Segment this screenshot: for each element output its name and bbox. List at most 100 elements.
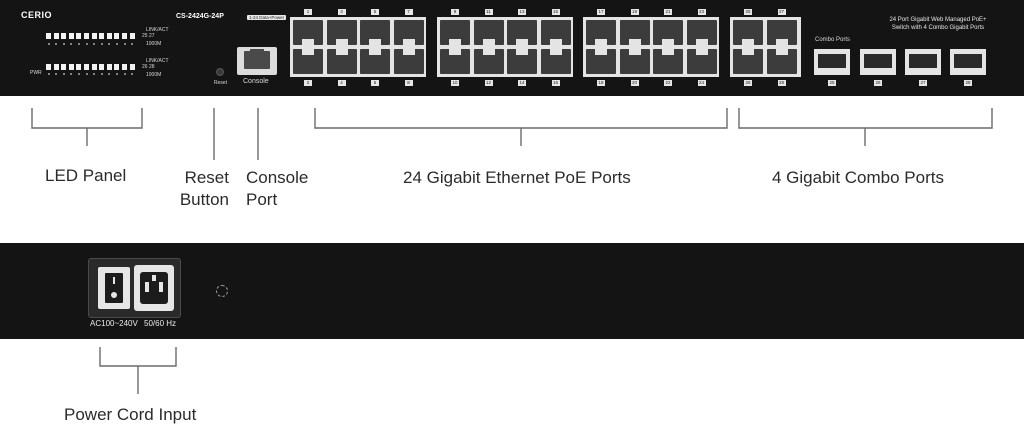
rj45-port[interactable] <box>293 20 323 45</box>
sfp-slot[interactable] <box>950 49 986 75</box>
rj45-port[interactable] <box>507 20 537 45</box>
rj45-port[interactable] <box>686 20 717 45</box>
port-badge: 1-24 Data+Power <box>247 15 287 20</box>
port-number-top: 13 <box>518 9 526 15</box>
port-number-bottom: 24 <box>697 80 706 86</box>
port-number-top: 9 <box>451 9 459 15</box>
console-port[interactable] <box>237 47 277 75</box>
led-dot <box>131 43 134 45</box>
rj45-port[interactable] <box>619 20 650 45</box>
led-indicator <box>61 33 67 39</box>
console-label: Console <box>243 78 269 85</box>
led-dot <box>123 43 126 45</box>
led-indicator <box>122 33 127 39</box>
rj45-port[interactable] <box>733 49 763 74</box>
led-indicator <box>106 64 112 70</box>
led-linkact-label-2: LINK/ACT <box>146 58 169 64</box>
port-number-top: 3 <box>337 9 346 15</box>
led-extra-odd: 25 27 <box>142 33 155 39</box>
led-dot <box>108 73 111 75</box>
led-indicator <box>114 64 120 70</box>
rj45-port[interactable] <box>440 49 470 74</box>
led-indicator <box>91 64 97 70</box>
rj45-port[interactable] <box>653 20 683 45</box>
port-number-bottom: 8 <box>404 80 413 86</box>
port-number-bottom: 22 <box>664 80 672 86</box>
rj45-port[interactable] <box>360 49 390 74</box>
rj45-port[interactable] <box>766 49 797 74</box>
rj45-port[interactable] <box>653 49 683 74</box>
callout-power-input: Power Cord Input <box>64 405 197 424</box>
led-linkact-label: LINK/ACT <box>146 27 169 33</box>
port-number-bottom: 2 <box>304 80 312 86</box>
led-dot <box>62 43 65 45</box>
reset-label: Reset <box>214 80 228 86</box>
led-dot <box>77 43 80 45</box>
led-dot <box>93 43 96 45</box>
voltage-label: AC100~240V <box>90 319 138 328</box>
bracket-combo-ports <box>738 108 993 146</box>
callout-combo-ports: 4 Gigabit Combo Ports <box>772 168 944 187</box>
bracket-power-input <box>99 347 177 394</box>
led-extra-even: 26 28 <box>142 64 155 70</box>
rj45-port[interactable] <box>473 20 504 45</box>
callout-console-line-2: Port <box>246 190 278 209</box>
rj45-port[interactable] <box>326 20 357 45</box>
sfp-slot[interactable] <box>905 49 941 75</box>
led-dot <box>77 73 80 75</box>
led-speed-label: 1000M <box>146 41 162 47</box>
rj45-port[interactable] <box>619 49 650 74</box>
rj45-port[interactable] <box>393 49 424 74</box>
rj45-port[interactable] <box>686 49 717 74</box>
rj45-port[interactable] <box>586 49 616 74</box>
led-dot <box>70 73 73 75</box>
description-line-2: Switch with 4 Combo Gigabit Ports <box>891 25 985 31</box>
port-number-bottom: 12 <box>484 80 493 86</box>
led-dot <box>55 43 58 45</box>
port-number-top: 27 <box>777 9 786 15</box>
port-number-top: 5 <box>371 9 379 15</box>
power-switch[interactable] <box>98 267 130 309</box>
sfp-slot[interactable] <box>860 49 896 75</box>
reset-button[interactable] <box>216 68 224 76</box>
rear-panel: AC100~240V 50/60 Hz <box>0 243 1024 339</box>
sfp-slot[interactable] <box>814 49 850 75</box>
rj45-port[interactable] <box>326 49 357 74</box>
callout-poe-ports: 24 Gigabit Ethernet PoE Ports <box>403 168 631 187</box>
led-dot <box>108 43 111 45</box>
callout-console-port: Console Port <box>246 167 308 211</box>
front-panel: CERIO CS-2424G-24P 1-24 Data+Power 25 27… <box>0 0 1024 96</box>
frequency-label: 50/60 Hz <box>144 319 177 328</box>
led-dots-even <box>46 72 138 76</box>
rj45-port[interactable] <box>733 20 763 45</box>
led-dot <box>47 73 50 75</box>
rj45-port[interactable] <box>540 49 571 74</box>
rj45-port[interactable] <box>540 20 571 45</box>
rj45-port[interactable] <box>440 20 470 45</box>
led-dot <box>47 43 50 45</box>
led-indicator <box>68 33 74 39</box>
led-indicator <box>76 64 82 70</box>
rj45-port[interactable] <box>507 49 537 74</box>
description-line-1: 24 Port Gigabit Web Managed PoE+ <box>889 17 987 23</box>
port-number-bottom: 28 <box>777 80 786 86</box>
callout-console-line-1: Console <box>246 168 309 187</box>
rj45-port[interactable] <box>473 49 504 74</box>
led-row-odd <box>46 33 138 40</box>
led-indicator <box>53 64 59 70</box>
led-indicator <box>91 33 97 39</box>
product-description: 24 Port Gigabit Web Managed PoE+ Switch … <box>868 16 1008 32</box>
ac-inlet[interactable] <box>134 265 174 311</box>
rj45-port[interactable] <box>586 20 616 45</box>
led-indicator <box>129 33 135 39</box>
rj45-port[interactable] <box>293 49 323 74</box>
rj45-port[interactable] <box>766 20 797 45</box>
rj45-port[interactable] <box>360 20 390 45</box>
led-indicator <box>76 33 82 39</box>
led-dot <box>115 43 118 45</box>
sfp-number: 26 <box>874 80 882 86</box>
rj45-port[interactable] <box>393 20 424 45</box>
led-speed-label-2: 1000M <box>146 72 162 78</box>
port-number-bottom: 10 <box>451 80 459 86</box>
